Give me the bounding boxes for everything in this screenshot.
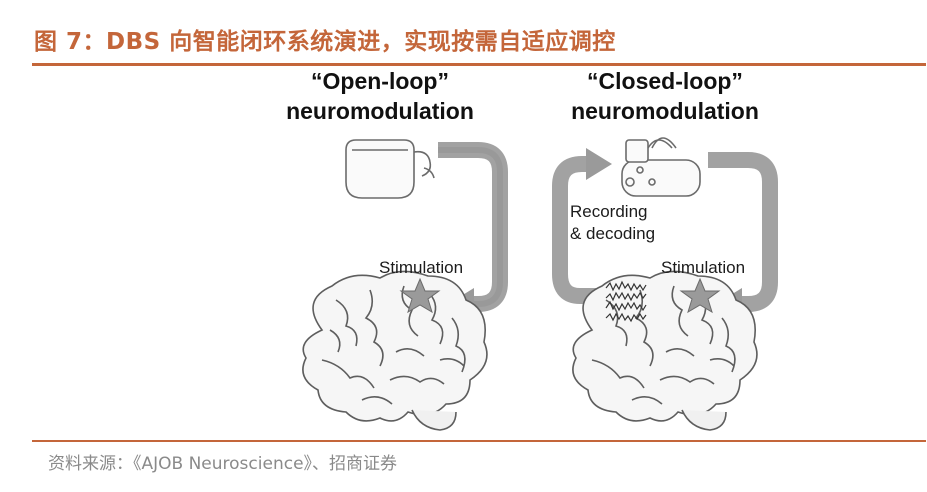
open-loop-stimulation-label: Stimulation (379, 258, 464, 277)
closed-loop-heading-line1: “Closed-loop” (587, 68, 743, 94)
title-rule (32, 63, 926, 66)
recording-label: Recording & decoding (570, 201, 655, 245)
closed-loop-stimulation-label: Stimulation (661, 258, 746, 277)
open-loop-heading-line2: neuromodulation (286, 98, 474, 124)
neural-signal-waveform-icon (605, 280, 647, 323)
figure-source: 资料来源：《AJOB Neuroscience》、招商证券 (48, 454, 398, 474)
open-loop-heading: “Open-loop” neuromodulation (270, 66, 490, 126)
closed-loop-device-icon (621, 137, 701, 197)
source-rule (32, 440, 926, 442)
open-loop-heading-line1: “Open-loop” (311, 68, 449, 94)
recording-label-line2: & decoding (570, 224, 656, 243)
open-loop-brain-icon (302, 270, 488, 431)
closed-loop-brain-icon (572, 270, 758, 431)
closed-loop-stimulation-star-icon (679, 277, 721, 314)
figure-title: 图 7：DBS 向智能闭环系统演进，实现按需自适应调控 (34, 29, 616, 55)
closed-loop-recording-arrow (552, 148, 612, 304)
open-loop-stimulator-icon (345, 139, 435, 199)
closed-loop-heading: “Closed-loop” neuromodulation (555, 66, 775, 126)
closed-loop-heading-line2: neuromodulation (571, 98, 759, 124)
open-loop-stimulation-star-icon (399, 277, 441, 314)
recording-label-line1: Recording (570, 202, 648, 221)
